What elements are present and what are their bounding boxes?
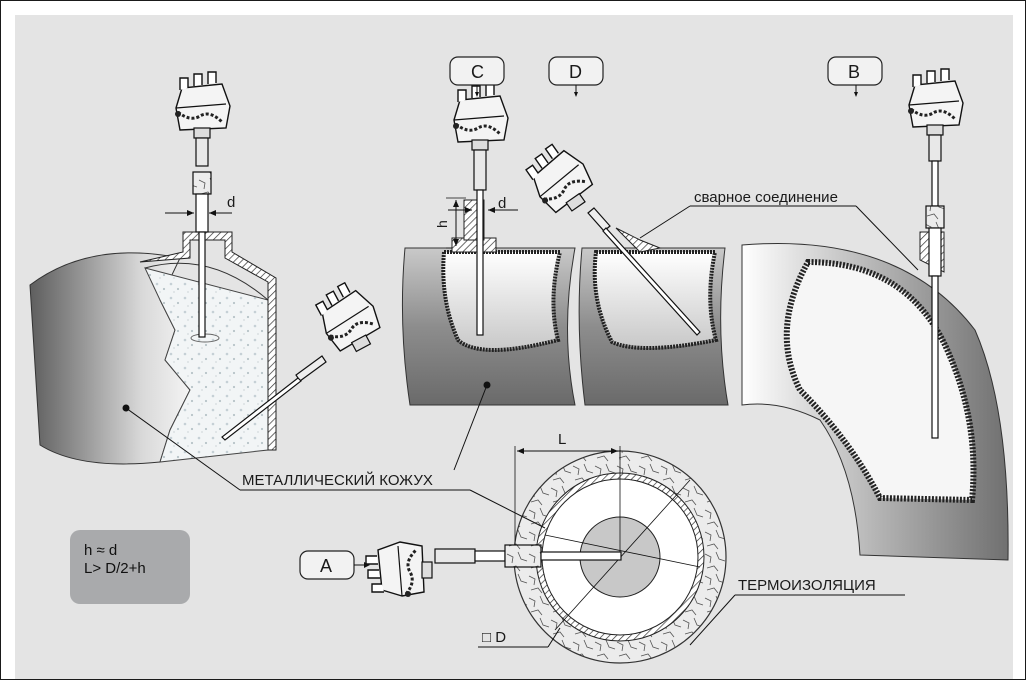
weld-callout: сварное соединение (639, 189, 919, 271)
insulation-label: ТЕРМОИЗОЛЯЦИЯ (738, 577, 876, 594)
pipe-elbow (741, 231, 1009, 561)
callout-d: D (548, 56, 604, 97)
formula-line-1: h ≈ d (84, 542, 118, 559)
metal-jacket-callout: МЕТАЛЛИЧЕСКИЙ КОЖУХ (125, 384, 546, 529)
callout-a: A (299, 550, 370, 580)
sensor-tank-top (173, 70, 232, 338)
diameter-callout: □ D (478, 627, 561, 648)
dimension-L: L (514, 431, 621, 545)
callout-b: B (827, 56, 883, 97)
dim-d-mid-label: d (498, 195, 506, 212)
callout-c-label: C (471, 62, 484, 82)
callout-c: C (449, 56, 505, 97)
formula-line-2: L> D/2+h (84, 560, 146, 577)
dimension-d-h: d h (434, 195, 518, 249)
sensor-d (516, 134, 701, 336)
dim-L-label: L (558, 431, 566, 448)
dim-h-label: h (434, 220, 450, 228)
callout-d-label: D (569, 62, 582, 82)
diameter-label: □ D (482, 629, 506, 646)
sensor-b (906, 67, 965, 439)
metal-jacket-label: МЕТАЛЛИЧЕСКИЙ КОЖУХ (242, 471, 433, 489)
sensor-a (364, 540, 622, 599)
pipe-straight (401, 199, 729, 406)
callout-b-label: B (848, 62, 860, 82)
sensor-tank-side (221, 274, 390, 441)
callout-a-label: A (320, 556, 332, 576)
sensor-c (451, 82, 510, 336)
dimension-d-left: d (165, 194, 235, 216)
tank (29, 231, 277, 465)
insulation-callout: ТЕРМОИЗОЛЯЦИЯ (689, 577, 905, 646)
weld-label: сварное соединение (694, 189, 838, 206)
dim-d-left-label: d (227, 194, 235, 211)
formula-box: h ≈ d L> D/2+h (70, 530, 190, 604)
